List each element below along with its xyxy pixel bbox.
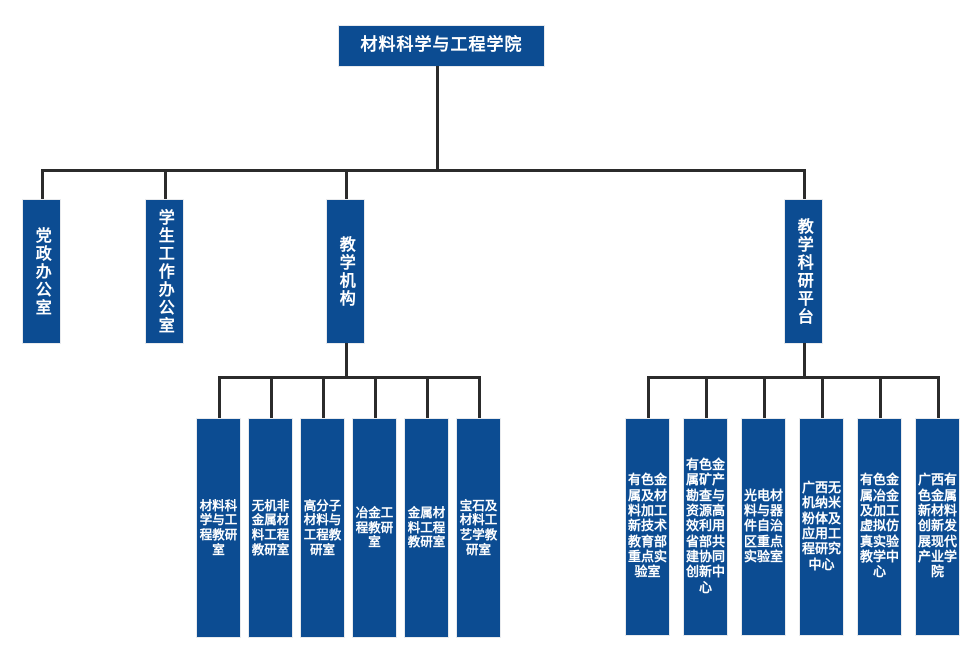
connector-drop-platform-1 [647, 376, 650, 420]
connector-drop-platform-2 [705, 376, 708, 420]
connector-teaching-units-stem [345, 343, 348, 378]
node-dept-polymer-materials[interactable]: 高分子材料与工程教研室 [301, 419, 344, 637]
connector-drop-research-platforms [803, 169, 806, 201]
connector-drop-dept-3 [322, 376, 325, 420]
connector-drop-dept-5 [426, 376, 429, 420]
connector-research-platforms-stem [803, 343, 806, 378]
node-platform-mineral-exploration-innovation-center[interactable]: 有色金属矿产勘查与资源高效利用省部共建协同创新中心 [684, 419, 727, 635]
node-dept-inorganic-nonmetallic-materials[interactable]: 无机非金属材料工程教研室 [249, 419, 292, 637]
node-dept-metal-materials-engineering[interactable]: 金属材料工程教研室 [405, 419, 448, 637]
node-platform-optoelectronic-materials-key-lab[interactable]: 光电材料与器件自治区重点实验室 [742, 419, 785, 635]
connector-drop-admin-office [41, 169, 44, 201]
node-dept-gemstone-materials-technology[interactable]: 宝石及材料工艺学教研室 [457, 419, 500, 637]
connector-drop-platform-5 [879, 376, 882, 420]
node-teaching-units[interactable]: 教学机构 [327, 200, 364, 343]
node-admin-office[interactable]: 党政办公室 [23, 200, 60, 343]
connector-research-platforms-bus [647, 376, 937, 379]
node-platform-modern-industry-college[interactable]: 广西有色金属新材料创新发展现代产业学院 [916, 419, 959, 635]
node-root-college[interactable]: 材料科学与工程学院 [339, 26, 544, 66]
connector-drop-dept-6 [478, 376, 481, 420]
node-dept-metallurgical-engineering[interactable]: 冶金工程教研室 [353, 419, 396, 637]
connector-drop-teaching-units [345, 169, 348, 201]
node-dept-material-science-engineering[interactable]: 材料科学与工程教研室 [197, 419, 240, 637]
node-platform-virtual-simulation-teaching-center[interactable]: 有色金属冶金及加工虚拟仿真实验教学中心 [858, 419, 901, 635]
connector-teaching-departments-bus [218, 376, 480, 379]
connector-drop-dept-2 [270, 376, 273, 420]
connector-drop-platform-4 [821, 376, 824, 420]
connector-drop-dept-1 [218, 376, 221, 420]
node-student-affairs-office[interactable]: 学生工作办公室 [146, 200, 183, 343]
node-platform-nano-powder-engineering-center[interactable]: 广西无机纳米粉体及应用工程研究中心 [800, 419, 843, 635]
node-research-platforms[interactable]: 教学科研平台 [785, 200, 822, 343]
connector-drop-student-office [164, 169, 167, 201]
connector-root-stem [436, 66, 439, 171]
node-platform-nonferrous-metal-processing-key-lab[interactable]: 有色金属及材料加工新技术教育部重点实验室 [626, 419, 669, 635]
connector-level2-bus [41, 169, 806, 172]
connector-drop-dept-4 [374, 376, 377, 420]
connector-drop-platform-3 [763, 376, 766, 420]
connector-drop-platform-6 [937, 376, 940, 420]
